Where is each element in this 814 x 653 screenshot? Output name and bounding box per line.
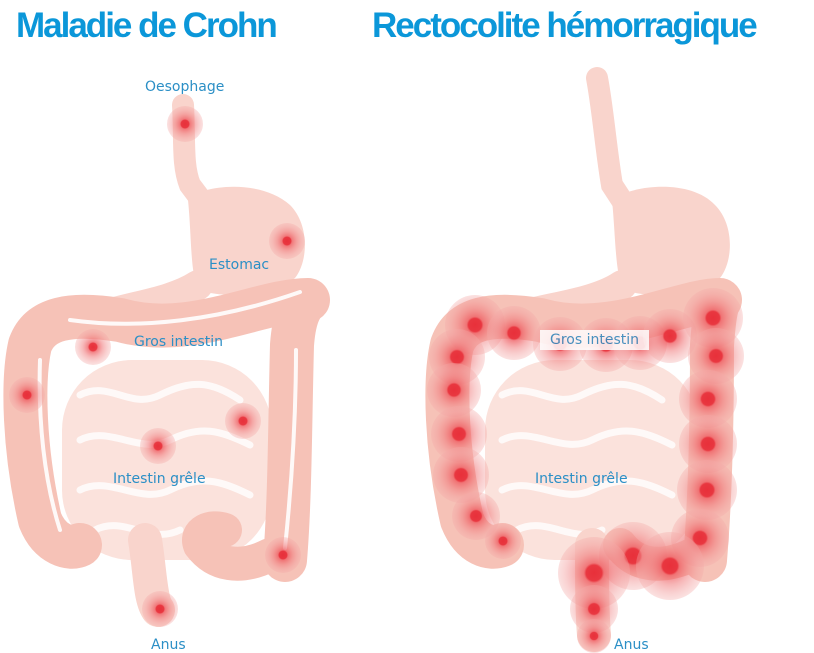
rch-spot-23 xyxy=(577,619,611,653)
crohn-spot-intestin-2 xyxy=(140,428,176,464)
crohn-spot-gros-intestin xyxy=(75,329,111,365)
crohn-spot-intestin-1 xyxy=(225,403,261,439)
label-intestin-grele-right: Intestin grêle xyxy=(535,471,628,487)
label-gros-intestin-left: Gros intestin xyxy=(134,334,223,350)
crohn-digestive-tract xyxy=(25,105,308,610)
rch-spot-2 xyxy=(487,306,541,360)
rch-spot-17 xyxy=(485,523,521,559)
crohn-spot-estomac xyxy=(269,223,305,259)
label-intestin-grele-left: Intestin grêle xyxy=(113,471,206,487)
label-anus-right: Anus xyxy=(614,637,649,653)
crohn-spot-oesophage xyxy=(167,106,203,142)
label-gros-intestin-right: Gros intestin xyxy=(540,330,649,350)
label-anus-left: Anus xyxy=(151,637,186,653)
crohn-spot-colon-left xyxy=(9,377,45,413)
rch-spot-20 xyxy=(636,532,704,600)
label-oesophage: Oesophage xyxy=(145,79,224,95)
label-estomac: Estomac xyxy=(209,257,269,273)
crohn-spot-colon-bottom xyxy=(265,537,301,573)
crohn-spot-anus xyxy=(142,591,178,627)
rch-oesophagus-shape xyxy=(597,78,625,205)
